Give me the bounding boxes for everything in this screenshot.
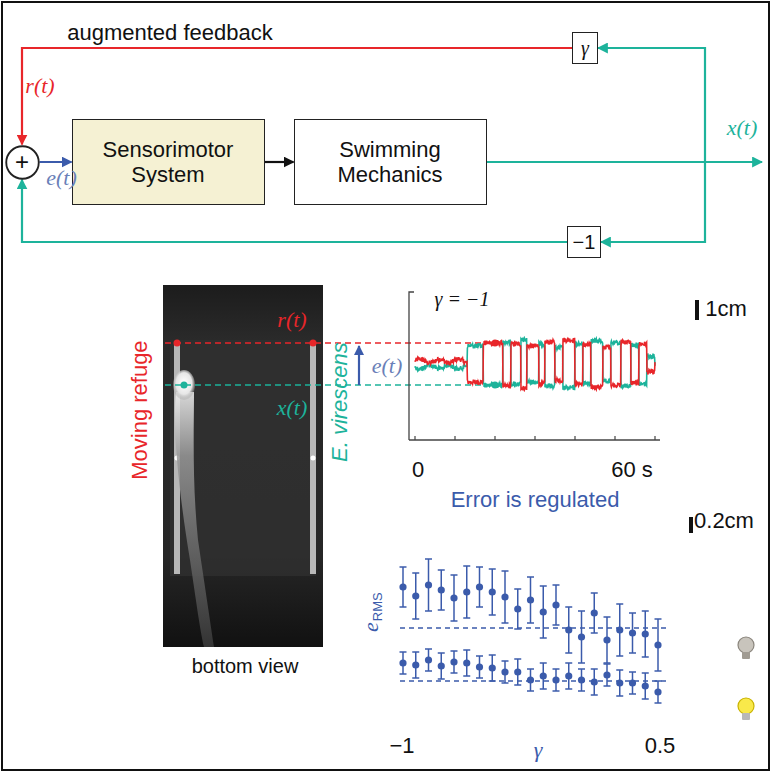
axis-title: Moving refuge [128, 340, 152, 479]
signal-name: x(t) [277, 396, 308, 420]
signal-name: r(t) [277, 308, 306, 332]
axis-label-group: eRMS [359, 592, 385, 632]
scale-bar [695, 300, 699, 320]
signal-name: e(t) [372, 354, 403, 378]
error-plot [399, 559, 666, 703]
tick-label: 0.5 [645, 734, 676, 758]
process-box: Sensorimotor System [72, 119, 265, 205]
tick-label: 60 s [611, 458, 653, 482]
summing-junction: + [5, 145, 40, 180]
species-name: E. virescens [328, 342, 352, 462]
process-box: Swimming Mechanics [294, 119, 487, 205]
plot-title: Error is regulated [451, 488, 620, 512]
error-arrow [358, 346, 360, 385]
scale-label: 0.2cm [694, 509, 754, 533]
refuge-dot [310, 340, 317, 347]
condition-label: γ = −1 [435, 288, 490, 310]
gain-box: γ [572, 32, 598, 64]
signal-connector [265, 161, 294, 163]
axis-label: γ [534, 738, 543, 762]
signal-connector [40, 161, 72, 163]
node-text: Sensorimotor System [73, 137, 264, 188]
edge-label: e(t) [46, 166, 77, 190]
refuge-dot [174, 340, 181, 347]
tick-label: 0 [412, 458, 424, 482]
node-text: + [15, 148, 29, 176]
photo-ground [163, 285, 323, 647]
scale-label: 1cm [705, 297, 747, 321]
signal-connector [487, 48, 706, 162]
bulb-off-icon [738, 637, 754, 659]
signal-name: r(t) [25, 74, 54, 98]
bulb-on-icon [738, 698, 754, 720]
fish-dot [181, 382, 188, 389]
tick-label: −1 [389, 734, 414, 758]
time-traces [415, 338, 655, 391]
axis-subscript: RMS [370, 592, 385, 621]
plot-axis [409, 292, 414, 440]
node-text: −1 [573, 231, 596, 254]
edge-label: augmented feedback [67, 21, 273, 45]
scale-bar [689, 517, 693, 533]
node-text: Swimming Mechanics [295, 137, 486, 188]
signal-name: x(t) [727, 116, 758, 140]
axis-ticks [415, 436, 655, 440]
photo-caption: bottom view [192, 655, 299, 677]
fish-body [175, 392, 214, 647]
axis-symbol: e [358, 622, 383, 632]
refuge-mark [311, 456, 316, 461]
gain-box: −1 [567, 226, 601, 258]
refuge-bar [310, 342, 316, 574]
node-text: γ [581, 37, 589, 60]
